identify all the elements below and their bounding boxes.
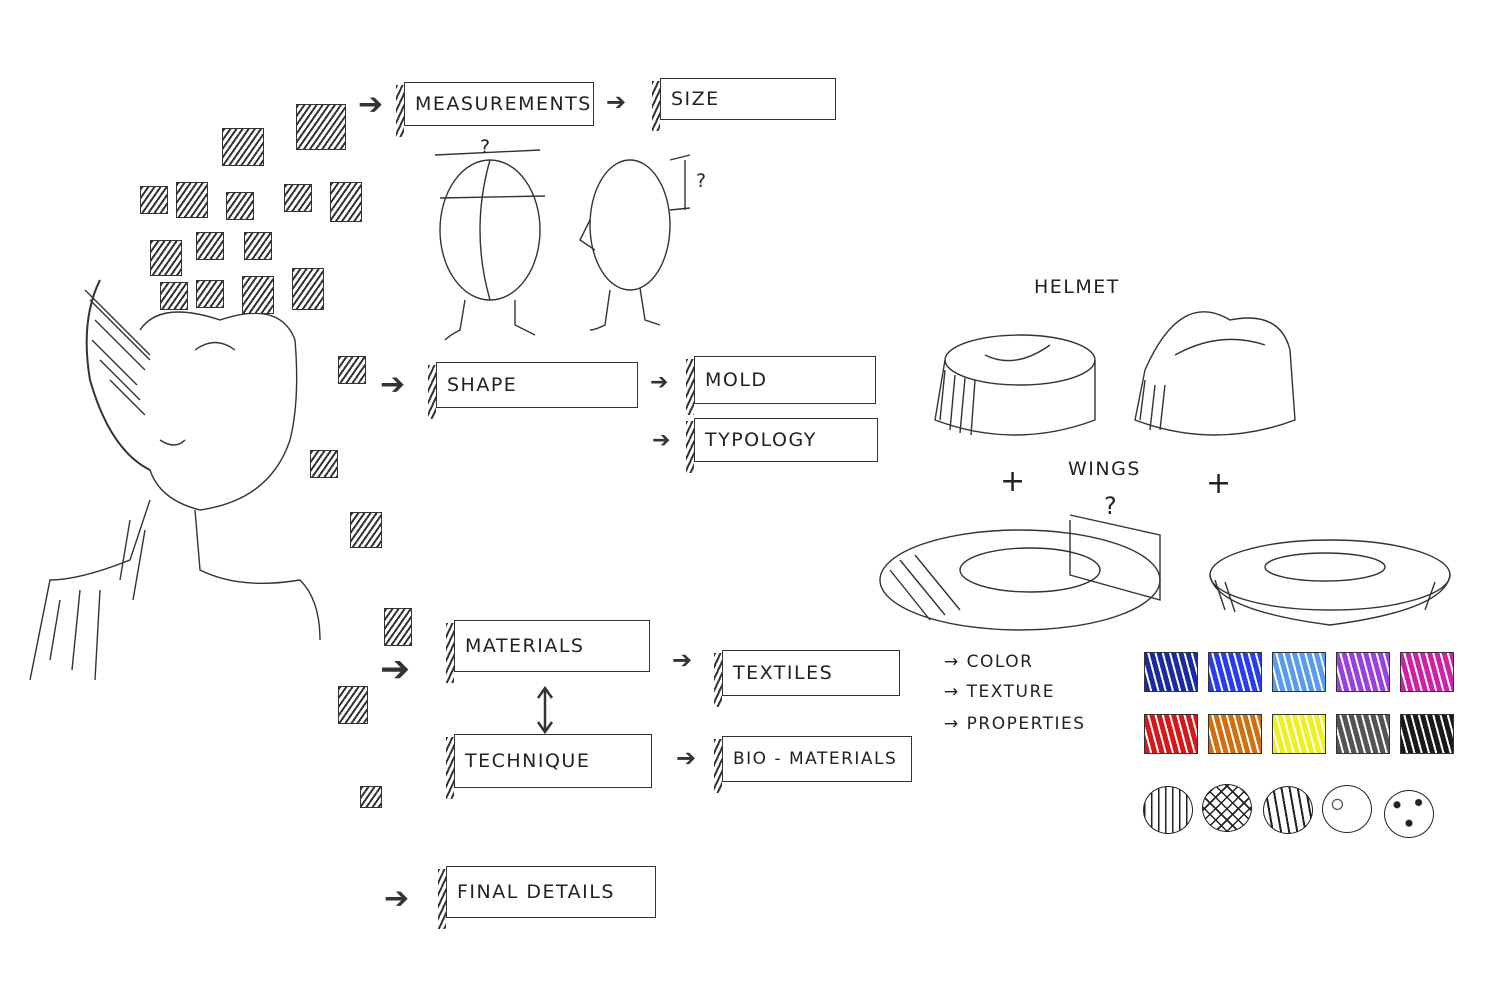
hatched-square [222,128,264,166]
size-box: SIZE [652,78,836,133]
shape-box: SHAPE [428,362,638,421]
measurements-box: MEASUREMENTS [396,82,594,139]
color-swatch [1144,714,1198,754]
arrow-icon: ➔ [652,428,671,453]
face-sketch [29,279,321,681]
color-swatch [1208,714,1262,754]
hatched-square [338,356,366,384]
helmet-label: HELMET [1034,276,1120,298]
plus-sign: + [1206,466,1233,501]
texture-waves [1263,786,1313,834]
arrow-icon: ➔ [384,881,410,916]
hatched-square [226,192,254,220]
hatched-square [244,232,272,260]
texture-crosshatch [1202,784,1252,832]
arrow-icon: ➔ [676,744,697,772]
color-swatch [1400,714,1454,754]
texture-organic [1322,785,1372,833]
hatched-square [296,104,346,150]
properties-prop: → PROPERTIES [944,714,1086,734]
hatched-square [150,240,182,276]
question-mark: ? [480,136,492,158]
arrow-icon: ➔ [606,88,627,116]
hatched-square [384,608,412,646]
question-mark: ? [1104,492,1119,520]
final-details-box: FINAL DETAILS [438,866,656,931]
plus-sign: + [1000,464,1027,499]
textiles-box: TEXTILES [714,650,900,709]
bio-materials-box: BIO - MATERIALS [714,736,912,795]
color-swatch [1208,652,1262,692]
texture-dots [1384,790,1434,838]
hatched-square [350,512,382,548]
question-mark: ? [696,170,708,192]
arrow-icon: ➔ [380,649,411,690]
color-swatch [1272,652,1326,692]
hatched-square [284,184,312,212]
hatched-square [196,232,224,260]
hatched-square [196,280,224,308]
texture-prop: → TEXTURE [944,682,1056,702]
color-swatch [1336,652,1390,692]
color-swatch [1400,652,1454,692]
hatched-square [176,182,208,218]
color-prop: → COLOR [944,652,1034,672]
hatched-square [310,450,338,478]
color-swatch [1272,714,1326,754]
hatched-square [160,282,188,310]
typology-box: TYPOLOGY [686,418,878,475]
color-swatch [1336,714,1390,754]
helmet-sketches [879,311,1451,631]
hatched-square [140,186,168,214]
hatched-square [338,686,368,724]
mold-box: MOLD [686,356,876,417]
wings-label: WINGS [1068,458,1141,480]
hatched-square [242,276,274,314]
hatched-square [330,182,362,222]
technique-box: TECHNIQUE [446,734,652,801]
bidirectional-arrow [536,685,554,735]
texture-stripes [1143,786,1193,834]
arrow-icon: ➔ [358,87,384,122]
hatched-square [292,268,324,310]
arrow-icon: ➔ [380,367,406,402]
materials-box: MATERIALS [446,620,650,685]
head-measure-sketch [434,149,691,341]
hatched-square [360,786,382,808]
color-swatch [1144,652,1198,692]
arrow-icon: ➔ [672,646,693,674]
arrow-icon: ➔ [650,370,669,395]
